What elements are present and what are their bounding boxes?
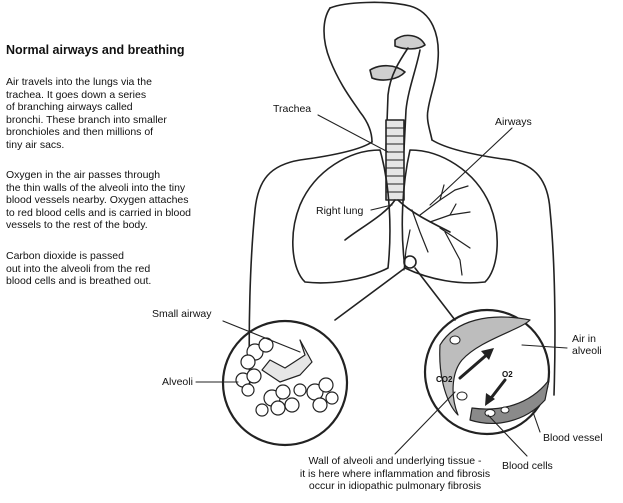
paragraph-line: vessels to the rest of the body. (6, 219, 148, 232)
bronchial-tree (403, 184, 471, 276)
left-bronchus (344, 199, 396, 241)
o2-arrowhead (485, 393, 495, 406)
paragraph-line: tiny air sacs. (6, 138, 65, 151)
caption-line: Wall of alveoli and underlying tissue - (308, 455, 482, 467)
label-trachea: Trachea (273, 103, 312, 115)
label-air-in-alveoli: Air in alveoli (572, 333, 602, 357)
alveolus-wall-magnified-circle (423, 308, 551, 436)
oral-cavity (369, 64, 406, 81)
caption-alveolus-wall: Wall of alveoli and underlying tissue - … (260, 455, 530, 493)
pharynx (385, 47, 409, 151)
label-o2: O2 (502, 370, 513, 379)
right-lung (292, 149, 391, 284)
label-line: alveoli (572, 345, 602, 357)
alveolus-wall (439, 316, 531, 416)
caption-line: it is here where inflammation and fibros… (299, 467, 491, 480)
alveoli-magnified-circle (221, 319, 349, 447)
right-bronchus (397, 199, 451, 233)
head-outline (329, 1, 440, 141)
label-small-airway: Small airway (152, 308, 212, 320)
leader-lines (195, 114, 568, 457)
paragraph-oxygen: Oxygen in the air passes through the thi… (6, 169, 221, 232)
label-line: Air in (572, 333, 596, 345)
caption-line: occur in idiopathic pulmonary fibrosis (308, 480, 482, 492)
paragraph-line: trachea. It goes down a series (6, 88, 147, 101)
diagram-title: Normal airways and breathing (6, 43, 185, 57)
zoom-line-left (334, 267, 406, 321)
blood-vessel-band (469, 379, 550, 424)
label-blood-vessel: Blood vessel (543, 432, 603, 444)
co2-arrowhead (481, 348, 494, 360)
paragraph-line: to red blood cells and is carried in blo… (6, 206, 192, 219)
alveoli-cluster-small (403, 255, 417, 269)
pharynx-back (403, 49, 421, 151)
paragraph-line: bronchi. These branch into smaller (6, 113, 167, 126)
paragraph-line: of branching airways called (6, 101, 133, 114)
label-co2: CO2 (436, 375, 453, 384)
left-lung (401, 149, 498, 284)
paragraph-line: blood cells and is breathed out. (6, 275, 152, 288)
zoom-line-right (414, 267, 456, 321)
face-outline (323, 7, 373, 143)
paragraph-line: Carbon dioxide is passed (6, 250, 124, 262)
torso-right (431, 139, 556, 396)
label-blood-cells: Blood cells (502, 460, 553, 472)
paragraph-line: blood vessels nearby. Oxygen attaches (6, 194, 189, 207)
nasal-cavity (394, 34, 426, 50)
blood-cells (449, 335, 510, 417)
small-airway-tube (261, 339, 313, 383)
paragraph-carbon-dioxide: Carbon dioxide is passed out into the al… (6, 250, 221, 288)
paragraph-line: Air travels into the lungs via the (6, 76, 152, 88)
label-alveoli: Alveoli (162, 376, 193, 388)
paragraph-airways: Air travels into the lungs via the trach… (6, 76, 221, 152)
paragraph-line: out into the alveoli from the red (6, 262, 151, 275)
alveoli-grapes (235, 337, 339, 417)
co2-arrow (458, 350, 492, 380)
paragraph-line: the thin walls of the alveoli into the t… (6, 181, 186, 194)
label-right-lung: Right lung (316, 205, 364, 217)
paragraph-line: bronchioles and then millions of (6, 126, 154, 139)
paragraph-line: Oxygen in the air passes through (6, 169, 161, 181)
torso-left (248, 141, 373, 396)
label-airways: Airways (495, 116, 532, 128)
